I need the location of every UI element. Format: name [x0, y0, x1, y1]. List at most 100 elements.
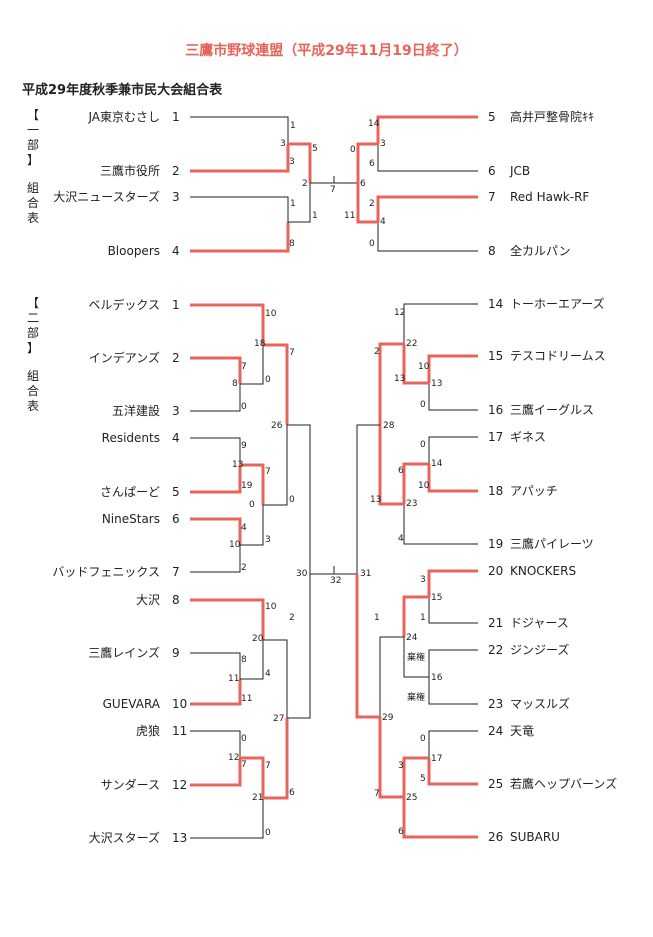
bracket-line	[427, 758, 478, 786]
team-number: 3	[172, 404, 180, 418]
score-label: 5	[420, 774, 426, 784]
bracket-line	[190, 652, 241, 679]
team-number: 1	[172, 110, 180, 124]
team-number: 2	[172, 351, 180, 365]
bracket-line	[355, 574, 380, 719]
team-number: 8	[488, 244, 496, 258]
team-number: 22	[488, 643, 504, 657]
score-label: 24	[406, 633, 418, 643]
score-label: 7	[374, 789, 380, 799]
score-label: 11	[241, 694, 252, 704]
bracket-line	[377, 144, 478, 172]
team-name: 天竜	[510, 724, 535, 738]
score-label: 17	[431, 754, 442, 764]
score-label: 10	[229, 540, 241, 550]
division-label-char: 部	[26, 138, 39, 152]
score-label: 32	[330, 576, 341, 586]
score-label: 1	[290, 121, 296, 131]
score-label: 11	[344, 211, 355, 221]
bracket-line	[428, 383, 478, 411]
team-number: 1	[172, 298, 180, 312]
team-number: 5	[488, 110, 496, 124]
division-label-char: 組	[26, 369, 39, 383]
team-name: 三鷹レインズ	[88, 646, 160, 660]
division-label-char: 【	[26, 296, 39, 310]
bracket-line	[190, 730, 241, 758]
division-label-char: 表	[26, 399, 39, 413]
score-label: 1	[420, 613, 426, 623]
score-label: 2	[241, 563, 247, 573]
score-label: 27	[273, 714, 284, 724]
bracket-line	[190, 545, 241, 573]
bracket-line	[379, 636, 404, 717]
team-number: 3	[172, 190, 180, 204]
score-label: 10	[418, 362, 430, 372]
score-label: 9	[241, 441, 247, 451]
bracket-line	[287, 574, 311, 719]
bracket-line	[288, 183, 311, 223]
score-label: 0	[420, 734, 426, 744]
bracket-line	[240, 345, 264, 385]
team-name: 三鷹市役所	[99, 164, 160, 178]
bracket-line	[190, 222, 290, 253]
team-name: テスコドリームス	[510, 349, 606, 363]
score-label: 12	[394, 308, 405, 318]
team-name: さんぱーど	[99, 485, 160, 499]
bracket-line	[377, 222, 478, 252]
team-name: アパッチ	[510, 484, 558, 498]
team-name: 大沢	[135, 593, 160, 607]
bracket-line	[378, 342, 404, 425]
score-label: 10	[265, 309, 277, 319]
score-label: 0	[369, 239, 375, 249]
team-number: 18	[488, 484, 504, 498]
team-name: ベルデックス	[88, 298, 160, 312]
team-name: マッスルズ	[510, 697, 571, 711]
bracket-line	[288, 142, 312, 183]
division-label-char: 表	[26, 211, 39, 225]
bracket-line	[190, 196, 289, 222]
bracket-line	[403, 504, 478, 545]
team-name: 若鷹ヘップバーンズ	[510, 777, 618, 791]
team-number: 9	[172, 646, 180, 660]
bracket-line	[263, 343, 289, 425]
score-label: 3	[289, 157, 295, 167]
bracket-line	[427, 464, 478, 493]
team-name: 虎狼	[135, 724, 160, 738]
team-name: トーホーエアーズ	[510, 297, 605, 311]
score-label: 3	[398, 761, 404, 771]
score-label: 3	[380, 139, 386, 149]
division-label-char: 【	[26, 108, 39, 122]
score-label: 16	[431, 673, 443, 683]
team-name: 大沢スターズ	[88, 831, 160, 845]
team-number: 13	[172, 831, 188, 845]
team-name: バッドフェニックス	[52, 565, 160, 579]
team-number: 8	[172, 593, 180, 607]
team-number: 16	[488, 403, 504, 417]
division-label-char: 】	[26, 153, 39, 167]
score-label: 29	[382, 713, 394, 723]
team-name: 三鷹イーグルス	[510, 403, 595, 417]
team-number: 24	[488, 724, 504, 738]
bracket-line	[190, 116, 289, 144]
division-label-char: 部	[26, 326, 39, 340]
bracket-line	[427, 569, 478, 597]
team-number: 12	[172, 778, 188, 792]
bracket-line	[428, 677, 478, 705]
team-name: 五洋建設	[111, 404, 160, 418]
bracket-line	[263, 718, 289, 800]
score-label: 1	[374, 613, 380, 623]
score-label: 15	[431, 593, 442, 603]
bracket-line	[190, 798, 264, 839]
score-label: 13	[431, 379, 442, 389]
team-name: KNOCKERS	[510, 564, 577, 578]
team-number: 5	[172, 485, 180, 499]
team-name: JCB	[510, 164, 531, 178]
bracket-line	[263, 425, 288, 506]
score-label: 11	[228, 674, 239, 684]
team-number: 10	[172, 697, 188, 711]
division-label-char: 】	[26, 341, 39, 355]
team-name: GUEVARA	[102, 697, 160, 711]
score-label: 棄権	[407, 651, 425, 663]
score-label: 22	[406, 339, 417, 349]
